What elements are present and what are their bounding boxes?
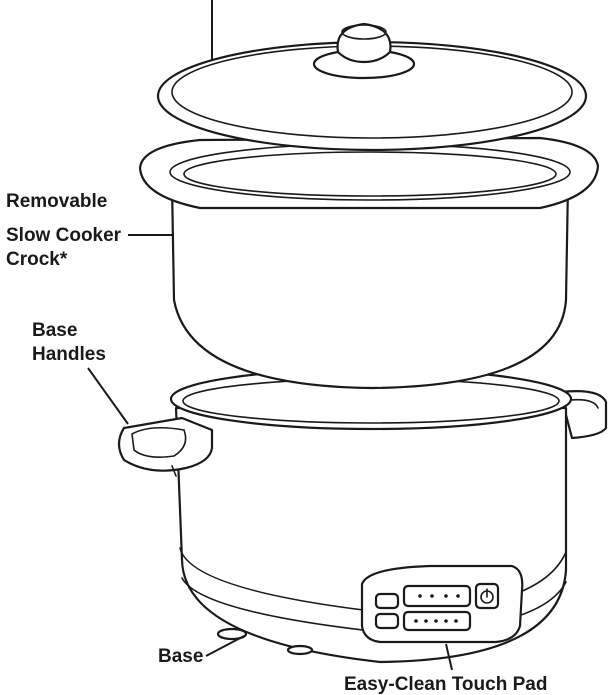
- glass-lid: [156, 22, 588, 152]
- removable-crock: [138, 136, 600, 390]
- touch-pad-button-top[interactable]: [374, 592, 400, 610]
- touch-pad-button-bottom[interactable]: [374, 612, 400, 630]
- handles-leader-line: [87, 367, 129, 425]
- touchpad-leader-line: [445, 643, 453, 671]
- crock-label: Removable Slow Cooker Crock*: [6, 191, 126, 270]
- lid-knob[interactable]: [336, 22, 392, 64]
- power-icon[interactable]: [474, 582, 500, 610]
- control-panel: [360, 564, 524, 644]
- base-left-handle: [117, 416, 214, 472]
- base-label: Base: [158, 646, 203, 667]
- base-leader-line: [205, 635, 245, 657]
- crock-body: [170, 182, 570, 390]
- base-handles-label: Base Handles: [32, 320, 106, 365]
- touch-pad-display: [402, 584, 472, 608]
- touch-pad-label: Easy-Clean Touch Pad: [344, 674, 547, 695]
